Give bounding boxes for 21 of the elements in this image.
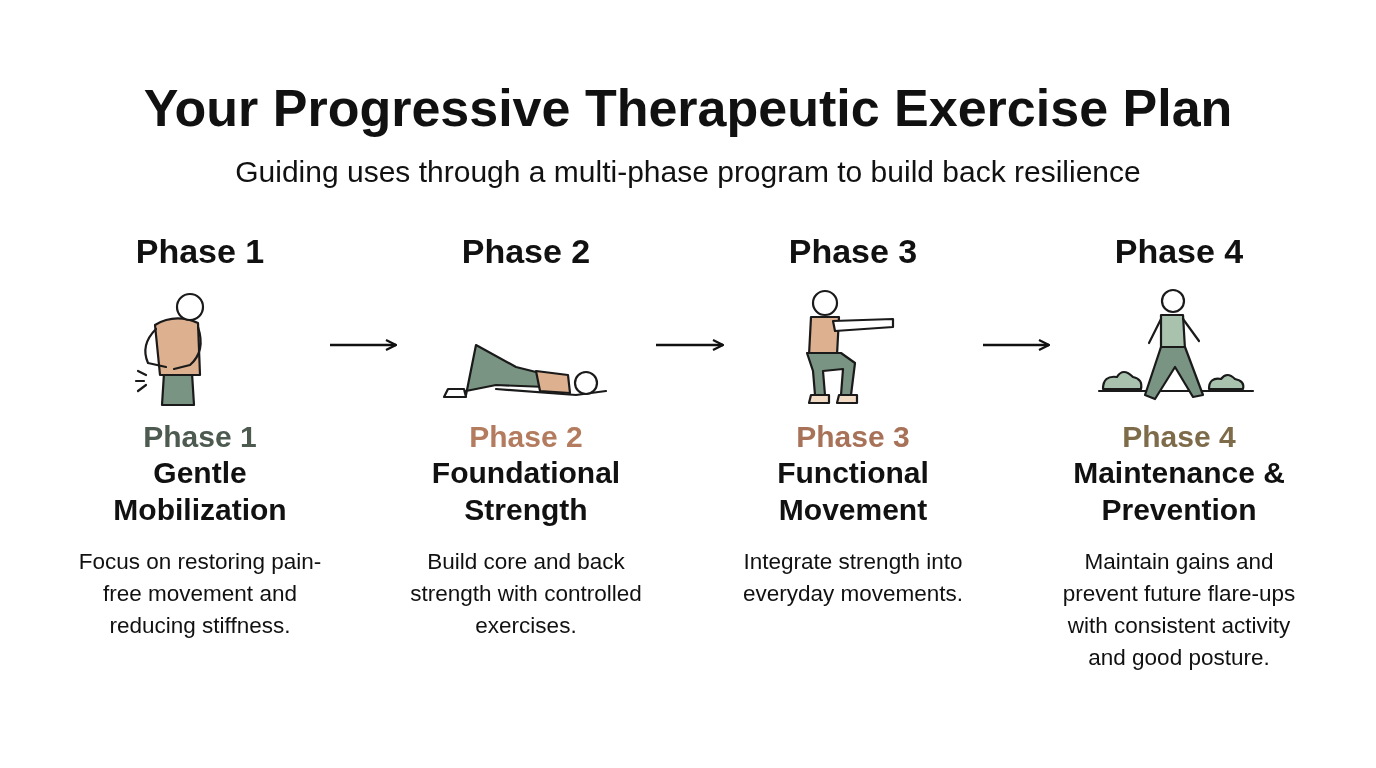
arrow	[330, 338, 398, 352]
subtitle: Guiding uses through a multi-phase program to build back resilience	[235, 155, 1141, 189]
phase-label: Phase 3	[796, 420, 910, 454]
arrow	[983, 338, 1051, 352]
phase-heading: Phase 4	[1114, 232, 1244, 271]
phase-description: Focus on restoring pain-free movement and reducing stiffness.	[77, 548, 323, 640]
arrow	[656, 338, 725, 352]
phase-description: Maintain gains and prevent future flare-ups with consistent activity and good posture.	[1061, 548, 1297, 672]
phase-heading: Phase 3	[788, 232, 918, 271]
phase-label: Phase 2	[469, 420, 583, 454]
phase-label: Phase 4	[1122, 420, 1236, 454]
phase-label: Phase 1	[143, 420, 257, 454]
phase-name: Foundational Strength	[430, 455, 622, 528]
phase-name: Maintenance & Prevention	[1072, 455, 1286, 528]
phase-name: Functional Movement	[776, 455, 930, 528]
title: Your Progressive Therapeutic Exercise Plan	[143, 78, 1233, 138]
phase-name: Gentle Mobilization	[112, 455, 288, 528]
phase-heading: Phase 2	[461, 232, 591, 271]
phase-description: Integrate strength into everyday movements.	[741, 548, 965, 608]
phase-heading: Phase 1	[135, 232, 265, 271]
phase-description: Build core and back strength with controlled exercises.	[409, 548, 643, 640]
